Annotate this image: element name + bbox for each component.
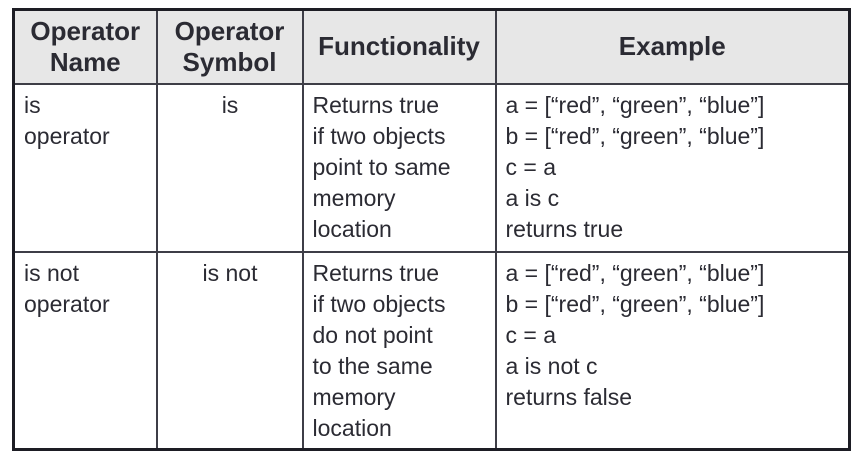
- cell-example: a = [“red”, “green”, “blue”] b = [“red”,…: [494, 82, 851, 253]
- header-row: Operator Name Operator Symbol Functional…: [12, 8, 851, 85]
- cell-operator-name: is not operator: [12, 250, 158, 451]
- cell-functionality: Returns true if two objects point to sam…: [301, 82, 497, 253]
- header-operator-symbol: Operator Symbol: [155, 8, 304, 85]
- cell-example: a = [“red”, “green”, “blue”] b = [“red”,…: [494, 250, 851, 451]
- table-row-is-not-operator: is not operator is not Returns true if t…: [12, 250, 851, 451]
- cell-operator-name: is operator: [12, 82, 158, 253]
- header-example: Example: [494, 8, 851, 85]
- table-row-is-operator: is operator is Returns true if two objec…: [12, 82, 851, 253]
- operators-table: Operator Name Operator Symbol Functional…: [12, 8, 851, 451]
- cell-operator-symbol: is not: [155, 250, 304, 451]
- cell-functionality: Returns true if two objects do not point…: [301, 250, 497, 451]
- header-functionality: Functionality: [301, 8, 497, 85]
- header-operator-name: Operator Name: [12, 8, 158, 85]
- cell-operator-symbol: is: [155, 82, 304, 253]
